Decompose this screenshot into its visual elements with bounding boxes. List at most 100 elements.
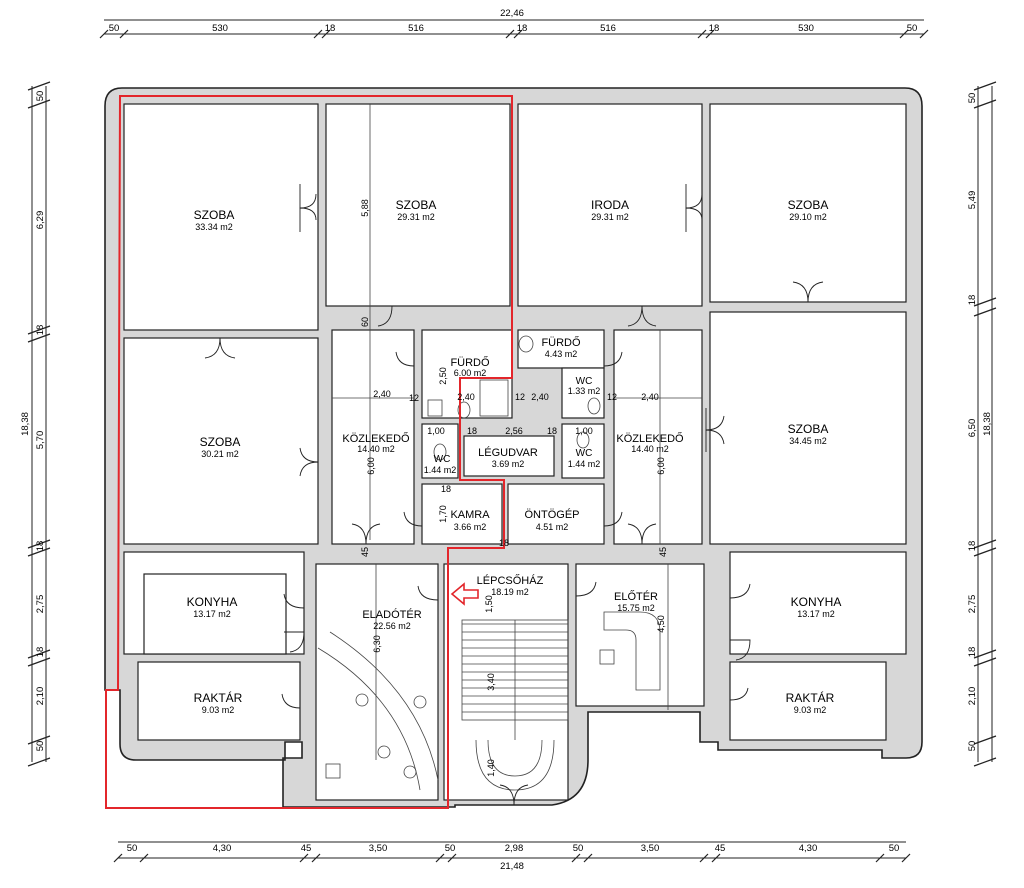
room-area: 4.51 m2 <box>536 522 569 532</box>
inner-dim: 1,50 <box>484 595 494 613</box>
dimension-tick <box>27 649 51 659</box>
dim-left-seg: 18 <box>35 541 46 552</box>
room-name: KAMRA <box>450 509 490 521</box>
dimension-tick <box>973 657 997 667</box>
room-name: WC <box>576 448 593 459</box>
room-name: LÉPCSŐHÁZ <box>477 573 544 587</box>
dimension-tick <box>119 29 129 39</box>
room-area: 1.44 m2 <box>424 465 457 475</box>
eloter-counter <box>599 611 661 691</box>
room-name: SZOBA <box>194 208 235 222</box>
dimension-tick <box>311 853 321 863</box>
dimension-tick <box>505 29 515 39</box>
dim-right-seg: 2,75 <box>967 595 978 614</box>
room-area: 29.31 m2 <box>591 212 629 222</box>
room-area: 1.33 m2 <box>568 386 601 396</box>
room-area: 3.69 m2 <box>492 459 525 469</box>
dim-top-total: 22,46 <box>500 8 524 19</box>
stairs <box>461 619 569 791</box>
dimension-tick <box>27 657 51 667</box>
dimension-tick <box>27 99 51 109</box>
room-name: SZOBA <box>396 198 437 212</box>
inner-dim: 12 <box>409 393 419 403</box>
dim-left-seg: 18 <box>35 647 46 658</box>
room-area: 6.00 m2 <box>454 368 487 378</box>
dim-bottom-seg: 50 <box>889 843 900 854</box>
dimension-tick <box>973 297 997 307</box>
room-name: KÖZLEKEDŐ <box>342 431 410 445</box>
room-name: ELŐTÉR <box>614 589 658 603</box>
room-name: WC <box>434 454 451 465</box>
dimension-tick <box>513 29 523 39</box>
dim-top-seg: 530 <box>798 23 814 34</box>
dimension-tick <box>113 853 123 863</box>
bath-fixtures <box>427 335 601 461</box>
entry-arrow <box>450 582 479 606</box>
room-area: 30.21 m2 <box>201 449 239 459</box>
dimension-tick <box>901 853 911 863</box>
dim-right-seg: 18 <box>967 647 978 658</box>
counter-curve <box>317 631 439 791</box>
inner-dim: 45 <box>360 547 370 557</box>
dim-bottom-seg: 3,50 <box>369 843 388 854</box>
room-name: FÜRDŐ <box>541 335 581 349</box>
dim-top-seg: 516 <box>408 23 424 34</box>
bottom-dimensions: 50 4,30 45 3,50 50 2,98 50 3,50 45 4,30 … <box>127 843 900 872</box>
dim-left-seg: 2,75 <box>35 595 46 614</box>
dimension-tick <box>99 29 109 39</box>
dimension-tick <box>973 735 997 745</box>
inner-dim: 6,30 <box>372 635 382 653</box>
dim-top-seg: 530 <box>212 23 228 34</box>
dim-bottom-seg: 4,30 <box>213 843 232 854</box>
dimension-tick <box>447 853 457 863</box>
inner-dimension-lines <box>332 104 702 760</box>
dimension-tick <box>697 29 707 39</box>
inner-dim: 18 <box>547 426 557 436</box>
inner-dim: 6,00 <box>366 457 376 475</box>
dim-right-seg: 18 <box>967 541 978 552</box>
left-dimensions: 18,38 50 6,29 18 5,70 18 2,75 18 2,10 50 <box>20 91 46 752</box>
dimension-tick <box>321 29 331 39</box>
room-area: 22.56 m2 <box>373 621 411 631</box>
dim-right-seg: 50 <box>967 93 978 104</box>
dimension-tick <box>27 757 51 767</box>
inner-dim: 1,70 <box>438 505 448 523</box>
room-area: 14.40 m2 <box>631 444 669 454</box>
room-name: SZOBA <box>788 198 829 212</box>
room-area: 1.44 m2 <box>568 459 601 469</box>
dim-top-seg: 18 <box>325 23 336 34</box>
dim-bottom-seg: 4,30 <box>799 843 818 854</box>
inner-dimensions: 5,88 60 2,40 12 2,50 2,40 12 2,40 12 2,4… <box>360 199 668 777</box>
dimension-tick <box>27 735 51 745</box>
top-dimensions: 22,46 50 530 18 516 18 516 18 530 50 <box>109 8 918 34</box>
inner-dim: 1,00 <box>427 426 445 436</box>
dimension-tick <box>299 853 309 863</box>
dim-bottom-seg: 2,98 <box>505 843 524 854</box>
dim-left-seg: 50 <box>35 741 46 752</box>
dimension-tick <box>571 853 581 863</box>
dimension-tick <box>973 649 997 659</box>
inner-dim: 45 <box>658 547 668 557</box>
inner-dim: 4,50 <box>656 615 666 633</box>
dimension-tick <box>973 757 997 767</box>
inner-dim: 6,00 <box>656 457 666 475</box>
dim-bottom-seg: 45 <box>301 843 312 854</box>
inner-dim: 2,40 <box>373 389 391 399</box>
red-boundary-line <box>105 95 513 809</box>
dimension-tick <box>711 853 721 863</box>
dimension-tick <box>27 333 51 343</box>
dim-bottom-seg: 50 <box>573 843 584 854</box>
dim-bottom-seg: 50 <box>127 843 138 854</box>
room-shapes <box>123 103 907 801</box>
inner-dim: 2,40 <box>531 392 549 402</box>
dim-bottom-total: 21,48 <box>500 861 524 872</box>
inner-dim: 12 <box>515 392 525 402</box>
room-name: KONYHA <box>187 595 238 609</box>
room-name: WC <box>576 376 593 387</box>
dimension-tick <box>139 853 149 863</box>
room-area: 15.75 m2 <box>617 603 655 613</box>
inner-dim: 60 <box>360 317 370 327</box>
dim-right-seg: 2,10 <box>967 687 978 706</box>
dim-bottom-seg: 3,50 <box>641 843 660 854</box>
